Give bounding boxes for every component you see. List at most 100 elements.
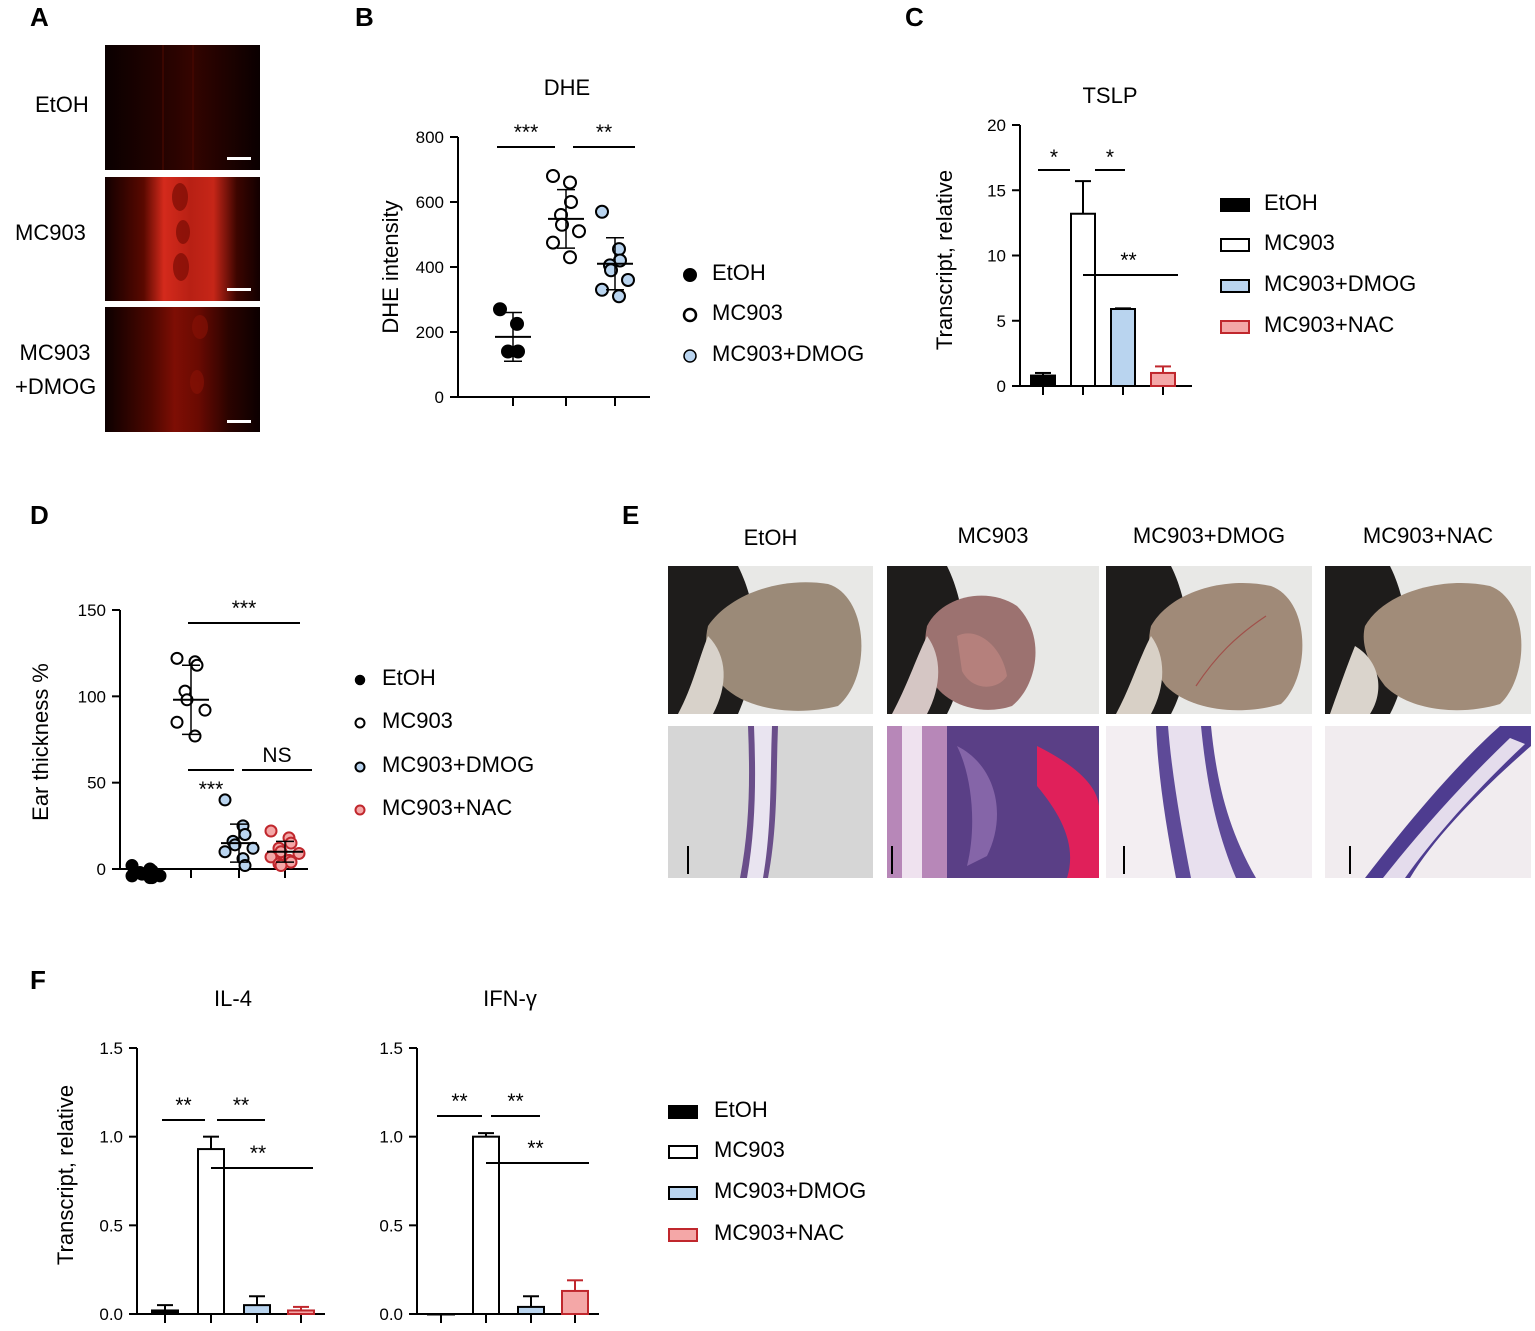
- legend-swatch: [668, 1145, 698, 1159]
- significance-label: ***: [199, 778, 224, 801]
- significance-label: **: [175, 1094, 191, 1117]
- bar: [287, 1309, 315, 1316]
- bar: [427, 1313, 455, 1316]
- data-point: [198, 703, 212, 717]
- panel-e-header-mc903-dmog: MC903+DMOG: [1132, 523, 1286, 548]
- y-tick-label: 600: [416, 193, 444, 212]
- y-tick-label: 800: [416, 128, 444, 147]
- data-point: [218, 793, 232, 807]
- y-tick-label: 20: [987, 116, 1006, 135]
- histology-mc903: [887, 726, 1099, 878]
- legend-marker: [354, 804, 366, 816]
- data-point: [218, 845, 232, 859]
- legend-swatch: [668, 1186, 698, 1200]
- significance-label: ***: [232, 597, 257, 620]
- y-tick-label: 200: [416, 323, 444, 342]
- panel-a-label-mc903: MC903: [15, 220, 86, 245]
- data-point: [546, 169, 560, 183]
- data-point: [612, 289, 626, 304]
- legend-label: MC903: [382, 708, 453, 733]
- legend-label: MC903+NAC: [382, 795, 513, 820]
- y-tick-label: 1.5: [99, 1039, 123, 1058]
- data-point: [510, 316, 524, 331]
- chart-title: IFN-γ: [483, 986, 537, 1011]
- panel-letter-e: E: [622, 500, 640, 530]
- bar: [561, 1289, 589, 1315]
- significance-label: *: [1050, 146, 1058, 169]
- y-tick-label: 15: [987, 181, 1006, 200]
- panel-a-label-line2: +DMOG: [15, 374, 97, 399]
- legend-swatch: [1220, 320, 1250, 334]
- significance-label: **: [527, 1137, 543, 1160]
- bar: [243, 1304, 271, 1315]
- y-tick-label: 0: [997, 377, 1006, 396]
- significance-label: NS: [262, 744, 291, 767]
- panel-a-label-etoh: EtOH: [35, 92, 89, 117]
- panel-letter-c: C: [905, 2, 924, 32]
- legend-label: MC903+NAC: [714, 1220, 845, 1245]
- chart-title: DHE: [544, 75, 590, 100]
- legend-label: MC903+DMOG: [712, 341, 865, 366]
- data-point: [145, 871, 159, 885]
- ear-photo-mc903-nac: [1325, 566, 1531, 714]
- histology-mc903-nac: [1325, 726, 1531, 878]
- data-point: [546, 235, 560, 250]
- legend-marker: [354, 761, 366, 773]
- y-tick-label: 0.0: [99, 1305, 123, 1324]
- panel-e-header-mc903-nac: MC903+NAC: [1362, 523, 1494, 548]
- bar: [1070, 212, 1096, 387]
- significance-label: *: [1106, 146, 1114, 169]
- legend-swatch: [1220, 198, 1250, 212]
- legend-label: MC903: [712, 300, 783, 325]
- chart-title: IL-4: [214, 986, 252, 1011]
- ear-photo-mc903: [887, 566, 1099, 714]
- data-point: [188, 729, 202, 743]
- histology-mc903-dmog: [1106, 726, 1312, 878]
- bar: [151, 1309, 179, 1316]
- scale-bar: [227, 288, 251, 291]
- significance-label: ***: [514, 121, 539, 144]
- significance-label: **: [233, 1094, 249, 1117]
- y-tick-label: 5: [997, 312, 1006, 331]
- micrograph-etoh: [105, 45, 260, 170]
- panel-letter-a: A: [30, 2, 49, 32]
- legend-swatch: [668, 1105, 698, 1119]
- data-point: [170, 715, 184, 729]
- data-point: [284, 836, 298, 850]
- y-tick-label: 50: [87, 774, 106, 793]
- bar: [1110, 308, 1136, 388]
- legend-marker: [682, 307, 698, 323]
- data-point: [493, 302, 507, 317]
- data-point: [595, 204, 609, 219]
- y-axis-label: Transcript, relative: [932, 170, 957, 350]
- y-tick-label: 0: [97, 860, 106, 879]
- data-point: [501, 344, 515, 359]
- y-tick-label: 1.0: [379, 1128, 403, 1147]
- data-point: [563, 250, 577, 265]
- y-tick-label: 1.0: [99, 1128, 123, 1147]
- panel-letter-b: B: [355, 2, 374, 32]
- chart-title: TSLP: [1082, 83, 1137, 108]
- panel-letter-f: F: [30, 965, 46, 995]
- significance-label: **: [596, 121, 612, 144]
- legend-marker: [683, 349, 697, 363]
- y-tick-label: 400: [416, 258, 444, 277]
- legend-label: MC903+DMOG: [1264, 271, 1417, 296]
- significance-label: **: [1120, 249, 1136, 272]
- bar: [197, 1148, 225, 1315]
- data-point: [170, 651, 184, 665]
- data-point: [228, 838, 242, 852]
- ear-photo-mc903-dmog: [1106, 566, 1312, 714]
- y-tick-label: 100: [78, 687, 106, 706]
- micrograph-mc903-dmog: [105, 307, 260, 432]
- legend-marker: [354, 717, 366, 729]
- y-tick-label: 0: [435, 388, 444, 407]
- y-axis-label: DHE intensity: [378, 200, 403, 333]
- y-axis-label: Ear thickness %: [28, 663, 53, 821]
- y-tick-label: 10: [987, 247, 1006, 266]
- y-tick-label: 0.0: [379, 1305, 403, 1324]
